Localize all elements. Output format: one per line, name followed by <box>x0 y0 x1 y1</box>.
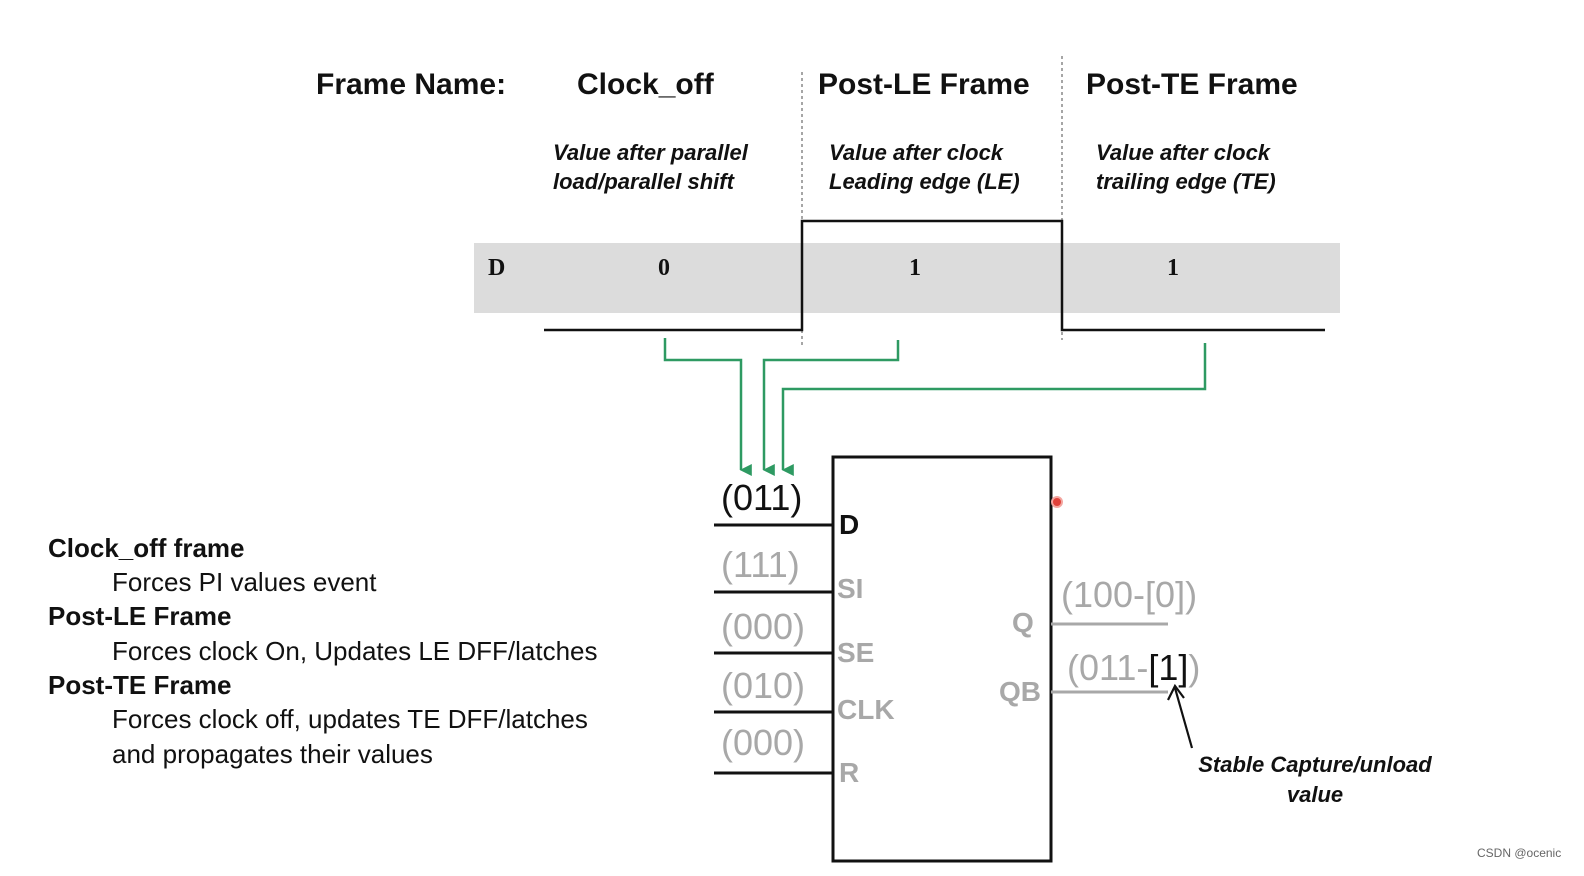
frame-desc-line: Leading edge (LE) <box>829 169 1020 194</box>
d-signal-band <box>474 243 1340 313</box>
desc-text-clock-off: Forces PI values event <box>112 567 377 597</box>
note-line: value <box>1286 782 1344 807</box>
clock-waveform <box>544 219 1325 332</box>
pin-r: R <box>839 757 860 788</box>
vector-q: (100-[0]) <box>1061 574 1198 615</box>
frame-desc-line: load/parallel shift <box>553 169 734 194</box>
frame-name-label: Frame Name: <box>316 68 507 101</box>
frame-desc-line: Value after clock <box>1096 140 1271 165</box>
watermark: CSDN @ocenic <box>1477 846 1562 860</box>
frame-title-post-le: Post-LE Frame <box>818 68 1030 101</box>
frame-title-post-te: Post-TE Frame <box>1086 68 1298 101</box>
pin-clk: CLK <box>837 694 895 725</box>
pin-se: SE <box>837 637 875 668</box>
desc-text-post-te-1: Forces clock off, updates TE DFF/latches <box>112 704 588 734</box>
frame-desc-line: Value after parallel <box>553 140 748 165</box>
vector-qb-captured: [1] <box>1148 647 1189 688</box>
value-post-le: 1 <box>909 255 921 281</box>
desc-text-post-le: Forces clock On, Updates LE DFF/latches <box>112 636 598 666</box>
cursor-dot <box>1051 496 1063 508</box>
value-post-te: 1 <box>1167 255 1179 281</box>
pin-q: Q <box>1012 607 1034 638</box>
vector-se: (000) <box>721 606 806 647</box>
annotation-arrow <box>1173 687 1194 749</box>
frame-desc-line: trailing edge (TE) <box>1096 169 1276 194</box>
desc-title-clock-off: Clock_off frame <box>48 533 245 563</box>
vector-qb-prefix: (011- <box>1067 647 1149 688</box>
arrow-post-le <box>762 340 900 476</box>
signal-label: D <box>488 255 506 281</box>
pin-qb: QB <box>999 676 1041 707</box>
stable-capture-note: Stable Capture/unload value <box>1180 750 1450 810</box>
arrow-post-te <box>781 343 1207 476</box>
pin-si: SI <box>837 573 864 604</box>
vector-clk: (010) <box>721 665 806 706</box>
frame-desc-clock-off: Value after parallel load/parallel shift <box>553 138 748 196</box>
vector-r: (000) <box>721 722 806 763</box>
frame-desc-post-le: Value after clock Leading edge (LE) <box>829 138 1020 196</box>
desc-title-post-le: Post-LE Frame <box>48 601 232 631</box>
frame-desc-post-te: Value after clock trailing edge (TE) <box>1096 138 1276 196</box>
flipflop-box <box>831 455 1053 863</box>
frame-desc-line: Value after clock <box>829 140 1004 165</box>
arrow-clock-off <box>663 338 752 476</box>
vector-d: (011) <box>721 477 803 518</box>
frame-title-clock-off: Clock_off <box>577 68 714 101</box>
vector-qb-suffix: ) <box>1188 647 1201 688</box>
vector-si: (111) <box>721 544 800 585</box>
value-clock-off: 0 <box>658 255 670 281</box>
vector-qb: (011-[1]) <box>1067 647 1200 689</box>
desc-title-post-te: Post-TE Frame <box>48 670 232 700</box>
pin-d: D <box>839 509 860 540</box>
desc-text-post-te-2: and propagates their values <box>112 739 433 769</box>
annotation-arrowhead <box>1167 683 1185 701</box>
note-line: Stable Capture/unload <box>1198 752 1432 777</box>
